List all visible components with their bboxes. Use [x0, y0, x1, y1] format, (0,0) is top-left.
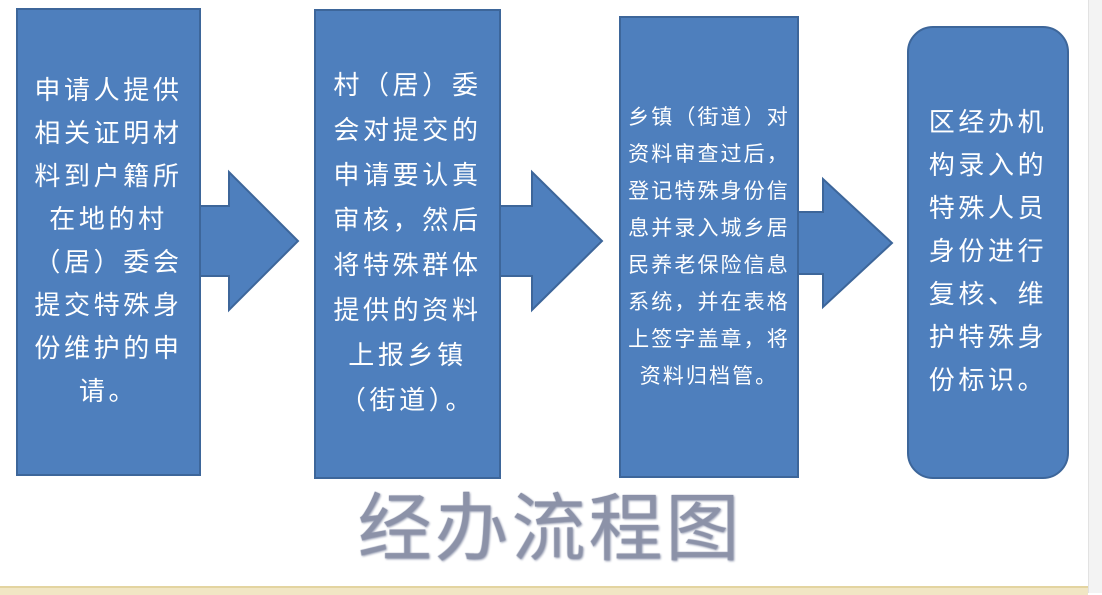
bottom-divider	[0, 586, 1088, 595]
step-2-box: 村（居）委会对提交的申请要认真审核，然后将特殊群体提供的资料上报乡镇（街道）。	[314, 9, 501, 479]
diagram-title: 经办流程图	[357, 486, 743, 572]
arrow-1-icon	[200, 169, 300, 313]
arrow-2-icon	[500, 169, 604, 313]
step-3-text: 乡镇（街道）对资料审查过后，登记特殊身份信息并录入城乡居民养老保险信息系统，并在…	[628, 105, 790, 388]
arrow-3-icon	[798, 176, 894, 310]
step-1-box: 申请人提供相关证明材料到户籍所在地的村（居）委会提交特殊身份维护的申请。	[16, 8, 201, 476]
step-1-text: 申请人提供相关证明材料到户籍所在地的村（居）委会提交特殊身份维护的申请。	[34, 76, 183, 407]
diagram-title-wrapper: 经办流程图	[300, 484, 800, 580]
step-3-box: 乡镇（街道）对资料审查过后，登记特殊身份信息并录入城乡居民养老保险信息系统，并在…	[619, 16, 799, 478]
scrollbar-track[interactable]	[1088, 0, 1102, 593]
step-4-text: 区经办机构录入的特殊人员身份进行复核、维护特殊身份标识。	[928, 108, 1048, 396]
step-2-text: 村（居）委会对提交的申请要认真审核，然后将特殊群体提供的资料上报乡镇（街道）。	[333, 71, 482, 416]
step-4-box: 区经办机构录入的特殊人员身份进行复核、维护特殊身份标识。	[907, 26, 1069, 479]
